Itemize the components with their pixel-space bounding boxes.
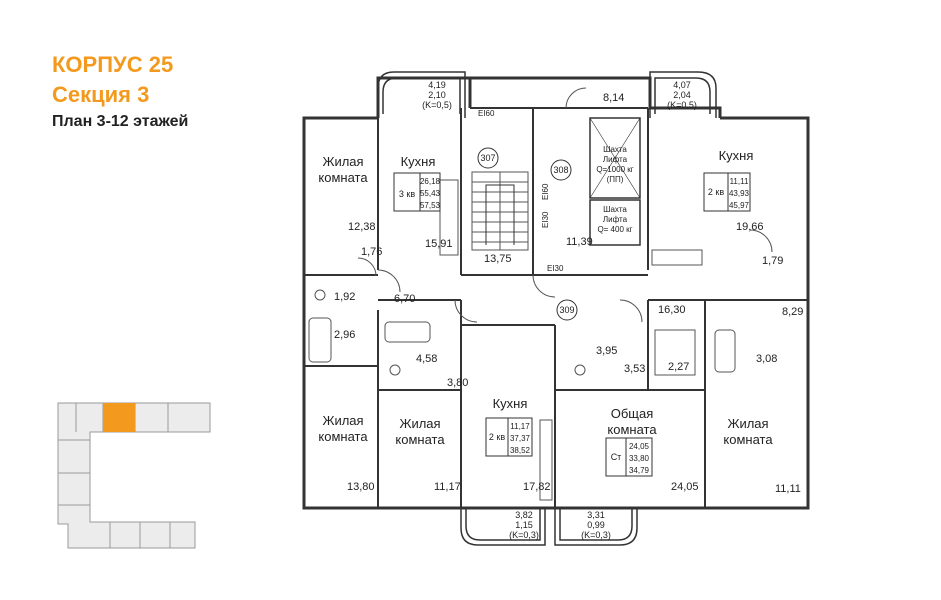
area-value: 3,80 xyxy=(447,377,468,389)
balcony-coef: (K=0,5) xyxy=(667,100,697,110)
apartment-full-area: 38,52 xyxy=(510,446,531,455)
area-value: 6,70 xyxy=(394,293,415,305)
balcony-area: 1,15 xyxy=(515,520,533,530)
apartment-type: Ст xyxy=(611,452,622,462)
area-value: 16,30 xyxy=(658,304,686,316)
apartment-type: 2 кв xyxy=(489,432,505,442)
lift-label: Лифта xyxy=(603,215,628,224)
apartment-full-area: 57,53 xyxy=(420,201,441,210)
room-label-living-bl2-1: Жилая xyxy=(399,416,440,431)
building-title: КОРПУС 25 xyxy=(52,52,174,77)
zone-number: 307 xyxy=(480,153,495,163)
lift-label: Q= 400 кг xyxy=(597,225,632,234)
fire-rating: EI60 xyxy=(478,109,495,118)
apartment-living-area: 11,11 xyxy=(730,177,749,186)
area-value: 11,39 xyxy=(566,236,593,248)
apartment-type: 2 кв xyxy=(708,187,724,197)
area-value: 12,38 xyxy=(348,221,376,233)
balcony-area: 0,99 xyxy=(587,520,605,530)
room-label-kitchen-tr: Кухня xyxy=(719,148,754,163)
balcony-area: 2,04 xyxy=(673,90,691,100)
lift-label: Лифта xyxy=(603,155,628,164)
fire-rating: EI30 xyxy=(547,264,564,273)
balcony-labels: 4,19 2,10 (K=0,5) 4,07 2,04 (K=0,5) 3,82… xyxy=(422,80,697,540)
area-value: 15,91 xyxy=(425,238,453,250)
apartment-total-area: 55,43 xyxy=(420,189,441,198)
room-label-living-tl-2: комната xyxy=(318,170,368,185)
balcony-coef: (K=0,3) xyxy=(581,530,611,540)
balcony-coef: (K=0,5) xyxy=(422,100,452,110)
zone-number: 309 xyxy=(559,305,574,315)
room-label-living-bl2-2: комната xyxy=(395,432,445,447)
plan-subtitle: План 3-12 этажей xyxy=(52,113,189,130)
interior-walls xyxy=(304,107,808,508)
room-label-living-tl-1: Жилая xyxy=(322,154,363,169)
room-label-living-br-2: комната xyxy=(723,432,773,447)
apartment-full-area: 34,79 xyxy=(629,466,650,475)
area-value: 4,58 xyxy=(416,353,437,365)
area-value: 19,66 xyxy=(736,221,764,233)
lift-labels: Шахта Лифта Q=1000 кг (ПП) Шахта Лифта Q… xyxy=(596,145,633,234)
lift-label: Шахта xyxy=(603,145,627,154)
lift-label: Шахта xyxy=(603,205,627,214)
area-value: 3,08 xyxy=(756,353,777,365)
area-value: 8,14 xyxy=(603,92,624,104)
area-value: 17,82 xyxy=(523,481,551,493)
area-values: 12,38 1,76 15,91 1,92 2,96 6,70 13,75 11… xyxy=(334,92,803,495)
apartment-living-area: 11,17 xyxy=(510,422,530,431)
lift-label: (ПП) xyxy=(607,175,624,184)
lift-label: Q=1000 кг xyxy=(596,165,633,174)
apartment-total-area: 33,80 xyxy=(629,454,650,463)
room-label-living-bl-2: комната xyxy=(318,429,368,444)
balcony-area: 3,31 xyxy=(587,510,605,520)
balcony-area: 4,07 xyxy=(673,80,691,90)
zone-number: 308 xyxy=(553,165,568,175)
balcony-coef: (K=0,3) xyxy=(509,530,539,540)
doors xyxy=(357,87,773,323)
fire-rating: EI30 xyxy=(541,211,550,228)
lift-shafts xyxy=(589,117,641,246)
area-value: 11,11 xyxy=(775,483,801,495)
apartment-living-area: 26,18 xyxy=(420,177,441,186)
area-value: 8,29 xyxy=(782,306,803,318)
area-value: 13,80 xyxy=(347,481,375,493)
zone-markers: 307 308 309 xyxy=(477,147,578,321)
room-label-kitchen-tl: Кухня xyxy=(401,154,436,169)
balcony-area: 3,82 xyxy=(515,510,533,520)
apartment-total-area: 43,93 xyxy=(729,189,750,198)
area-value: 24,05 xyxy=(671,481,699,493)
room-label-common-2: комната xyxy=(607,422,657,437)
area-value: 1,92 xyxy=(334,291,355,303)
area-value: 1,76 xyxy=(361,246,382,258)
apartment-type: 3 кв xyxy=(399,189,415,199)
apartment-living-area: 24,05 xyxy=(629,442,650,451)
apartment-full-area: 45,97 xyxy=(729,201,750,210)
room-label-kitchen-bc: Кухня xyxy=(493,396,528,411)
apartment-box-1: 3 кв 26,18 55,43 57,53 xyxy=(393,172,441,212)
area-value: 3,95 xyxy=(596,345,617,357)
apartment-box-4: Ст 24,05 33,80 34,79 xyxy=(605,437,653,477)
apartment-box-3: 2 кв 11,17 37,37 38,52 xyxy=(485,417,533,457)
fixtures xyxy=(308,179,736,501)
current-section-marker xyxy=(103,403,135,432)
fire-rating: EI60 xyxy=(541,183,550,200)
section-title: Секция 3 xyxy=(52,82,150,107)
balconies xyxy=(377,71,717,546)
balcony-area: 2,10 xyxy=(428,90,446,100)
area-value: 3,53 xyxy=(624,363,645,375)
area-value: 13,75 xyxy=(484,253,512,265)
area-value: 2,27 xyxy=(668,361,689,373)
apartment-total-area: 37,37 xyxy=(510,434,531,443)
area-value: 1,79 xyxy=(762,255,783,267)
apartment-box-2: 2 кв 11,11 43,93 45,97 xyxy=(703,172,751,212)
area-value: 2,96 xyxy=(334,329,355,341)
room-label-common-1: Общая xyxy=(611,406,654,421)
staircase xyxy=(471,171,529,251)
room-label-living-bl-1: Жилая xyxy=(322,413,363,428)
balcony-area: 4,19 xyxy=(428,80,446,90)
area-value: 11,17 xyxy=(434,481,461,493)
room-label-living-br-1: Жилая xyxy=(727,416,768,431)
